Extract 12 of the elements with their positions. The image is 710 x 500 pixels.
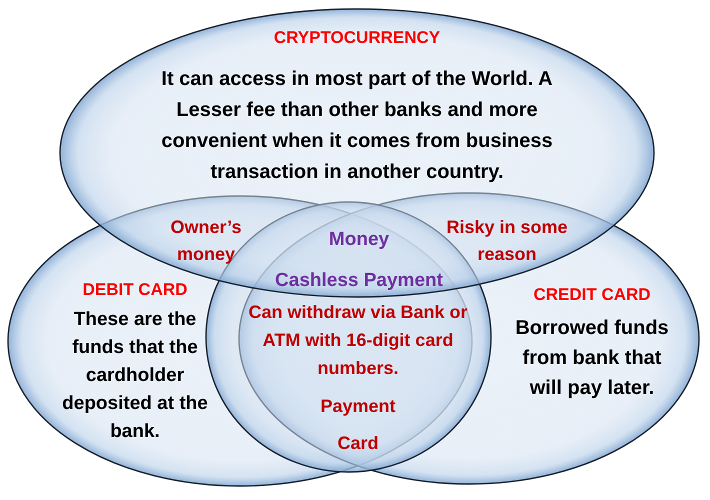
overlap-label: Risky in some reason: [445, 216, 569, 266]
overlap-label: Cashless Payment: [274, 269, 444, 293]
set-title: CREDIT CARD: [533, 284, 651, 306]
set-description: It can access in most part of the World. A Lesser fee than other banks and more convenient when it comes from business transaction in another country.: [160, 67, 554, 185]
set-title: DEBIT CARD: [82, 279, 188, 301]
set-description: Can withdraw via Bank or ATM with 16-digit card numbers.: [247, 301, 469, 380]
overlap-label: Money: [328, 228, 390, 252]
set-description: Borrowed funds from bank that will pay later.: [514, 316, 670, 401]
set-title: Payment Card: [319, 395, 397, 455]
set-title: CRYPTOCURRENCY: [274, 27, 440, 49]
set-description: These are the funds that the cardholder deposited at the bank.: [61, 308, 209, 444]
overlap-label: Owner’s money: [169, 216, 243, 266]
